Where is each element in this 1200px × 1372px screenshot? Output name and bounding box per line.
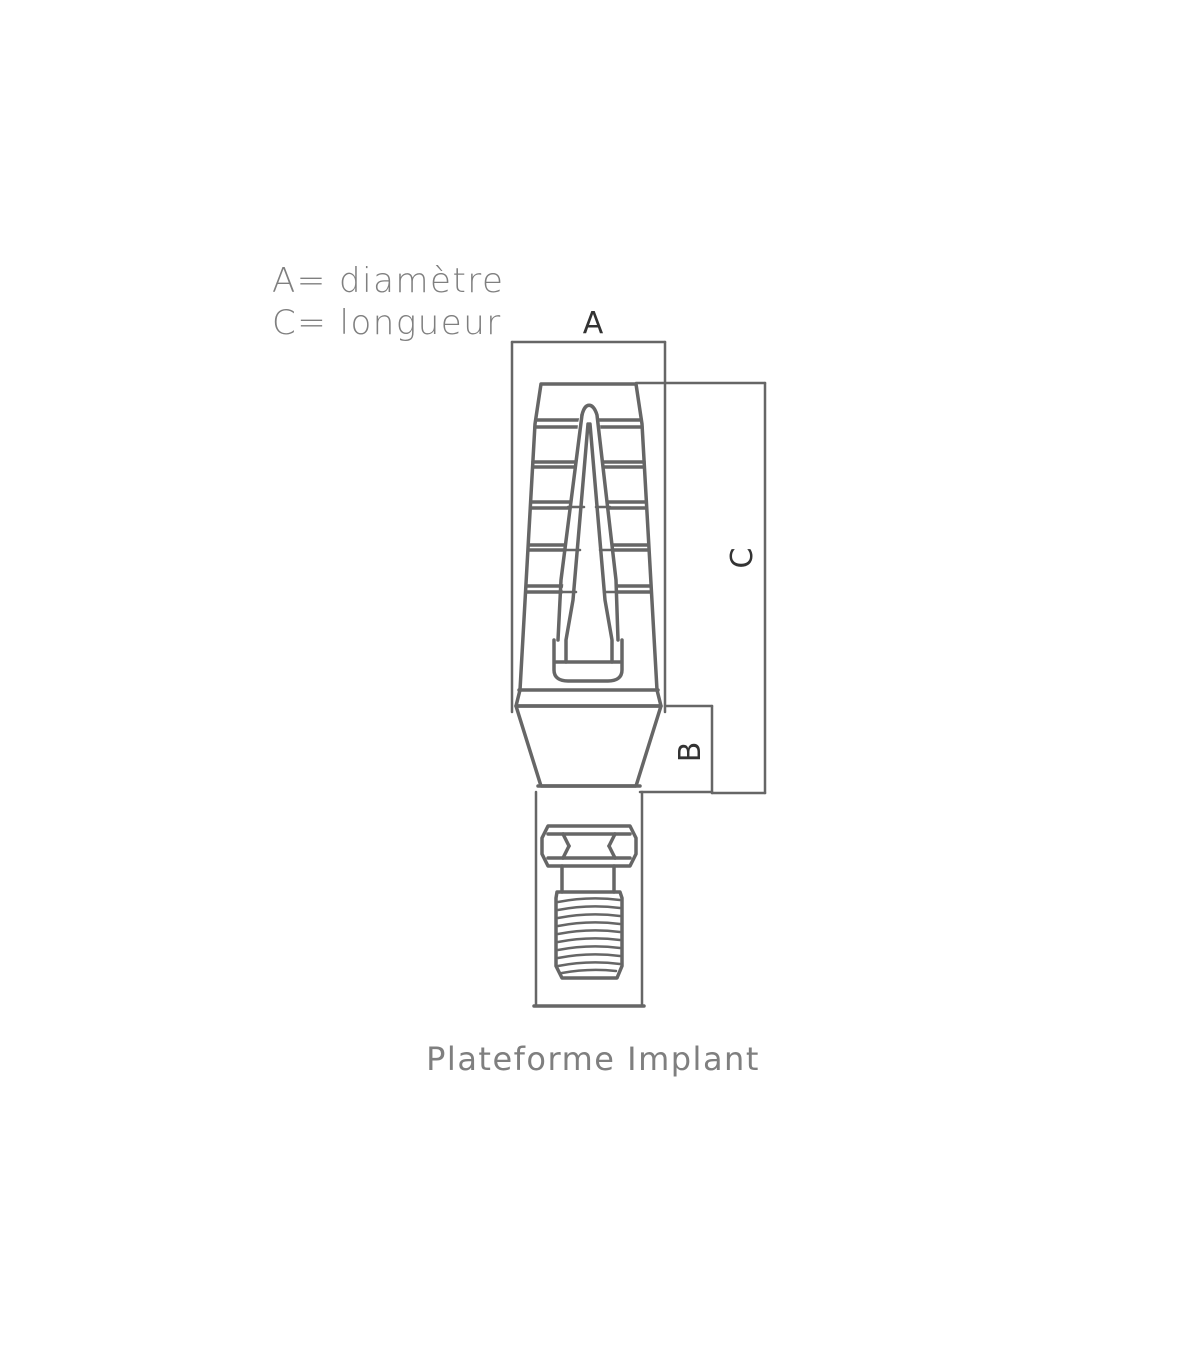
abutment-body	[514, 382, 663, 788]
legend-line-diameter: A= diamètre	[272, 261, 505, 301]
dimension-c: C	[634, 381, 767, 795]
legend-line-length: C= longueur	[272, 303, 502, 343]
dimension-b-label: B	[673, 742, 708, 763]
legend: A= diamètre C= longueur	[272, 260, 504, 344]
dimension-b: B	[638, 704, 714, 795]
caption-implant-platform: Plateforme Implant	[426, 1040, 760, 1078]
implant-platform-outline	[532, 790, 646, 1008]
screw-thread	[554, 890, 624, 980]
dimension-a-label: A	[583, 306, 604, 341]
dimension-a: A	[510, 306, 667, 714]
dimension-c-label: C	[725, 548, 760, 569]
hex-connection	[540, 824, 638, 868]
screw-neck	[560, 864, 616, 894]
